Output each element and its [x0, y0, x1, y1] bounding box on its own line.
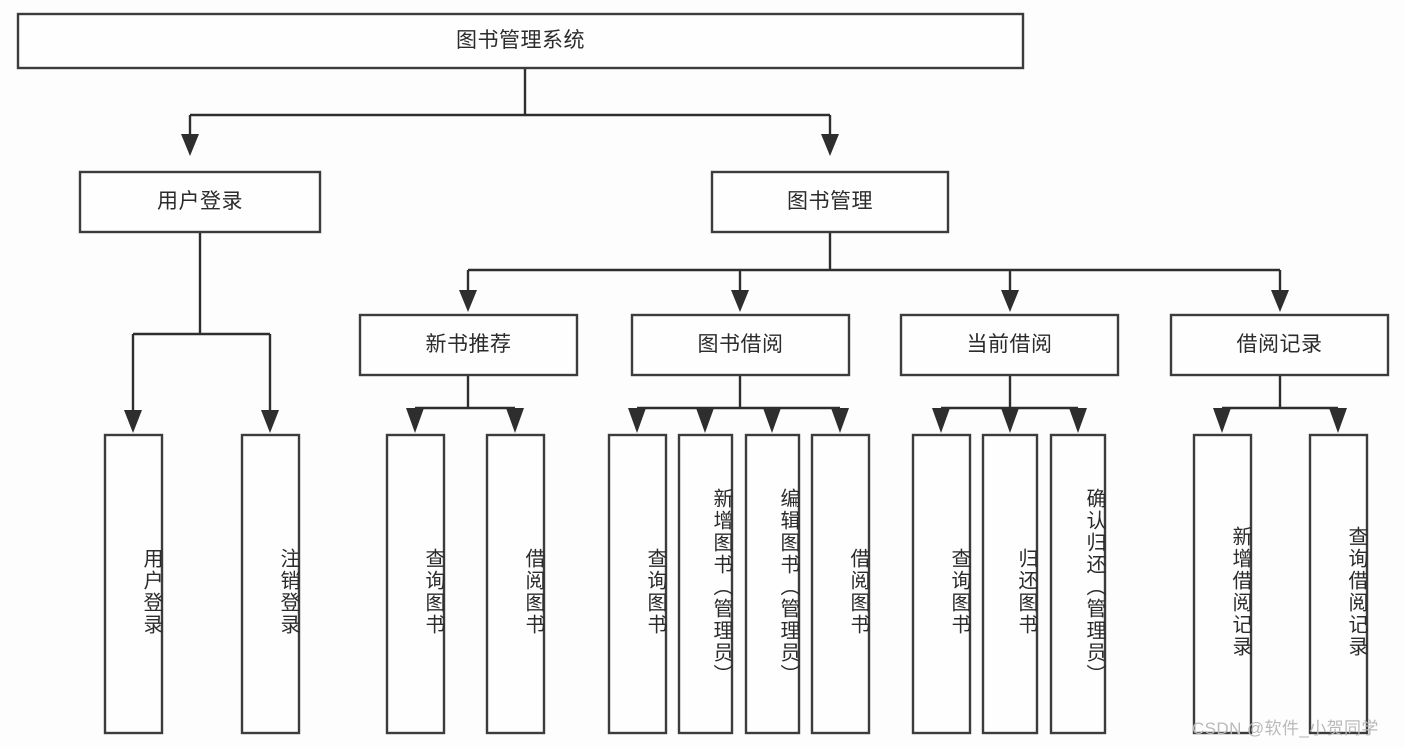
- arrow-to-user-login: [181, 134, 199, 156]
- arrow-leaf-query-book-1: [406, 408, 424, 433]
- arrow-leaf-borrow-book-1: [506, 408, 524, 433]
- watermark-text: CSDN @软件_小贺同学: [1192, 719, 1379, 738]
- node-box-user-login[interactable]: [78, 170, 322, 234]
- node-box-new-book-recommend[interactable]: [358, 313, 579, 377]
- arrow-leaf-add-record: [1213, 408, 1231, 433]
- arrow-leaf-borrow-book-2: [831, 408, 849, 433]
- arrow-leaf-edit-book: [763, 408, 781, 433]
- arrow-leaf-query-book-3: [932, 408, 950, 433]
- node-box-book-borrow[interactable]: [630, 313, 851, 377]
- node-box-root[interactable]: [16, 12, 1025, 70]
- arrow-leaf-user-login: [124, 410, 142, 433]
- arrow-leaf-confirm-return: [1069, 408, 1087, 433]
- node-box-layer: [16, 12, 1390, 735]
- arrow-leaf-add-book: [696, 408, 714, 433]
- connector-layer: [124, 68, 1347, 433]
- arrow-leaf-query-book-2: [628, 408, 646, 433]
- node-box-leaf-query-book-3[interactable]: [911, 433, 972, 735]
- arrow-leaf-user-logout: [261, 410, 279, 433]
- arrow-to-new-book-recommend: [459, 290, 477, 312]
- arrow-leaf-return-book: [1001, 408, 1019, 433]
- node-box-leaf-user-login[interactable]: [103, 433, 164, 735]
- arrow-to-borrow-record: [1271, 290, 1289, 312]
- node-box-leaf-borrow-book-1[interactable]: [485, 433, 546, 735]
- arrow-to-current-borrow: [1001, 290, 1019, 312]
- arrow-to-book-manage: [821, 134, 839, 156]
- node-box-leaf-return-book[interactable]: [981, 433, 1039, 735]
- node-box-leaf-add-book[interactable]: [677, 433, 734, 735]
- node-box-leaf-confirm-return[interactable]: [1049, 433, 1107, 735]
- node-box-book-manage[interactable]: [710, 170, 950, 234]
- node-box-borrow-record[interactable]: [1169, 313, 1390, 377]
- node-box-leaf-query-record[interactable]: [1308, 433, 1369, 735]
- node-box-leaf-user-logout[interactable]: [240, 433, 301, 735]
- arrow-leaf-query-record: [1329, 408, 1347, 433]
- node-box-leaf-add-record[interactable]: [1192, 433, 1253, 735]
- node-box-leaf-query-book-1[interactable]: [385, 433, 446, 735]
- node-box-leaf-borrow-book-2[interactable]: [810, 433, 871, 735]
- node-box-leaf-edit-book[interactable]: [744, 433, 801, 735]
- arrow-to-book-borrow: [731, 290, 749, 312]
- node-box-leaf-query-book-2[interactable]: [607, 433, 668, 735]
- node-box-current-borrow[interactable]: [899, 313, 1120, 377]
